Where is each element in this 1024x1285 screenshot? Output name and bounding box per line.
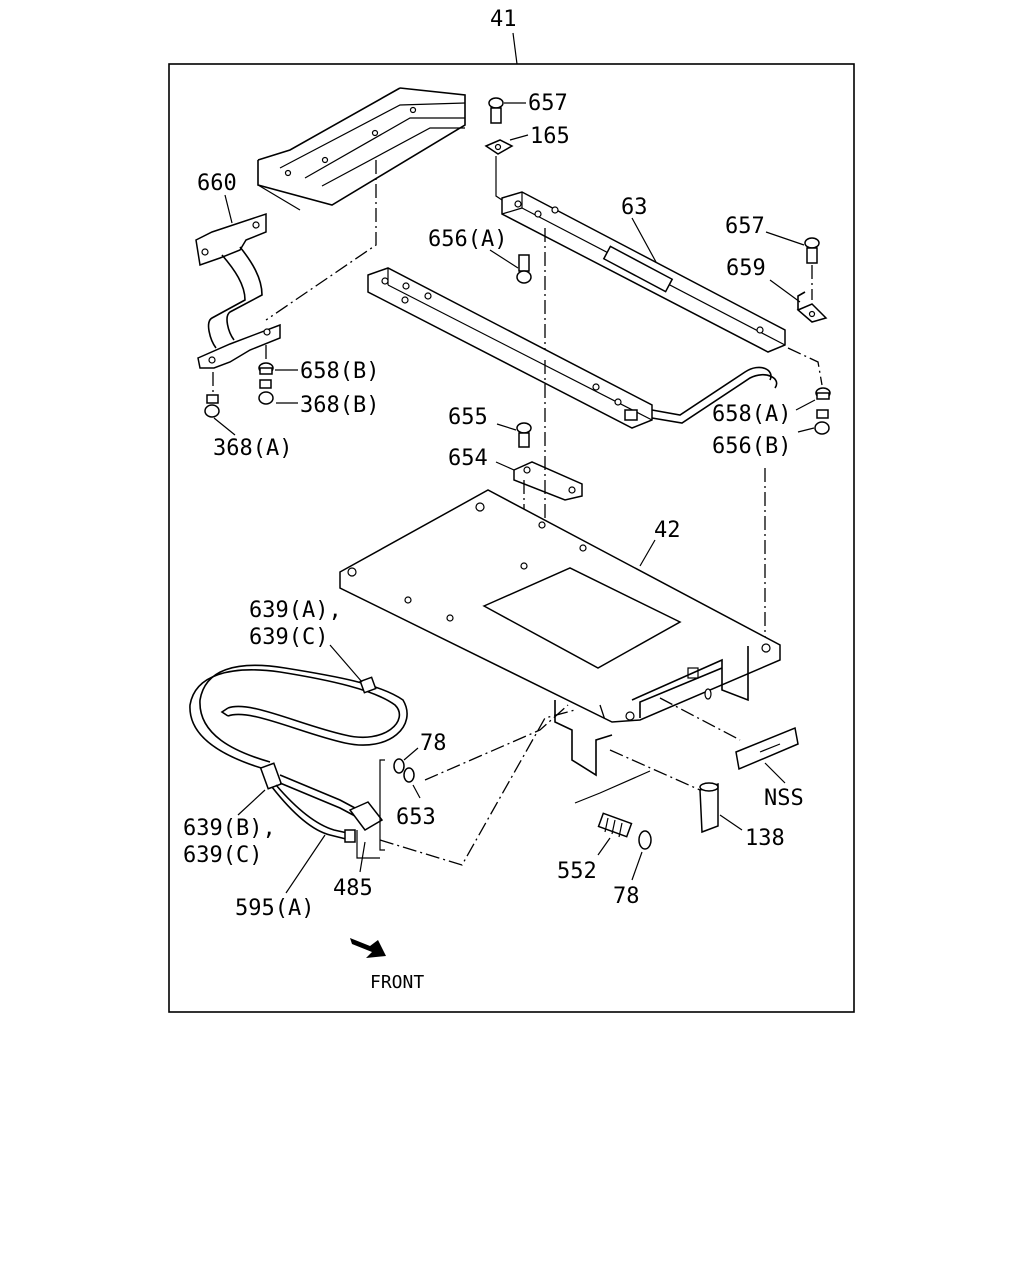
label-654: 654 [448, 446, 488, 471]
vehicle-floor-fragment [257, 87, 466, 211]
label-368b: 368(B) [300, 393, 379, 418]
diagram-frame [168, 63, 855, 1013]
washer-165 [484, 139, 514, 155]
connector-552 [597, 812, 633, 838]
label-78-upper: 78 [420, 731, 447, 756]
label-595a: 595(A) [235, 896, 314, 921]
bolt-656b [814, 409, 830, 435]
seat-rail-63 [501, 191, 786, 353]
label-639bc-line1: 639(B), [183, 816, 276, 841]
bolt-368a [204, 372, 220, 418]
seat-base-42 [339, 489, 781, 777]
label-658b: 658(B) [300, 359, 379, 384]
alignment-line [495, 156, 503, 201]
label-63: 63 [621, 195, 648, 220]
bolt-657-right [804, 237, 820, 264]
label-368a: 368(A) [213, 436, 292, 461]
nut-658b [258, 345, 274, 375]
label-165: 165 [530, 124, 570, 149]
label-nss: NSS [764, 786, 804, 811]
bracket-660 [195, 212, 281, 369]
bolt-656a [516, 254, 532, 284]
label-639bc-line2: 639(C) [183, 843, 262, 868]
label-639ac-line1: 639(A), [249, 598, 342, 623]
label-657-right: 657 [725, 214, 765, 239]
alignment-line [599, 704, 606, 721]
oring-653 [403, 767, 415, 783]
front-direction-label: FRONT [370, 972, 424, 993]
label-657-top: 657 [528, 91, 568, 116]
assembly-leader [512, 32, 518, 65]
alignment-line [379, 709, 576, 866]
label-659: 659 [726, 256, 766, 281]
bolt-655 [516, 422, 532, 448]
label-658a: 658(A) [712, 402, 791, 427]
label-tag-nss [735, 726, 799, 771]
label-655: 655 [448, 405, 488, 430]
seat-rail-lower [367, 267, 778, 429]
label-78-lower: 78 [613, 884, 640, 909]
alignment-line [787, 347, 823, 386]
assembly-number-label: 41 [490, 7, 517, 32]
alignment-line [356, 830, 380, 859]
oring-78-lower [638, 830, 652, 850]
plate-654 [513, 461, 583, 501]
bolt-368b [258, 379, 274, 405]
alignment-line [424, 704, 569, 781]
pin-138 [699, 782, 719, 834]
alignment-line [265, 160, 377, 321]
front-arrow-icon [347, 938, 386, 958]
label-138: 138 [745, 826, 785, 851]
alignment-line [379, 759, 385, 851]
label-656b: 656(B) [712, 434, 791, 459]
alignment-line [574, 770, 651, 804]
label-42: 42 [654, 518, 681, 543]
leader-660 [224, 194, 233, 224]
label-653: 653 [396, 805, 436, 830]
wire-harness-595a [189, 664, 408, 843]
label-552: 552 [557, 859, 597, 884]
label-485: 485 [333, 876, 373, 901]
label-639ac-line2: 639(C) [249, 625, 328, 650]
oring-78-upper [393, 758, 405, 774]
bracket-659 [796, 291, 828, 323]
nut-658a [815, 387, 831, 400]
label-656a: 656(A) [428, 227, 507, 252]
bolt-657-top [488, 97, 504, 124]
label-660: 660 [197, 171, 237, 196]
